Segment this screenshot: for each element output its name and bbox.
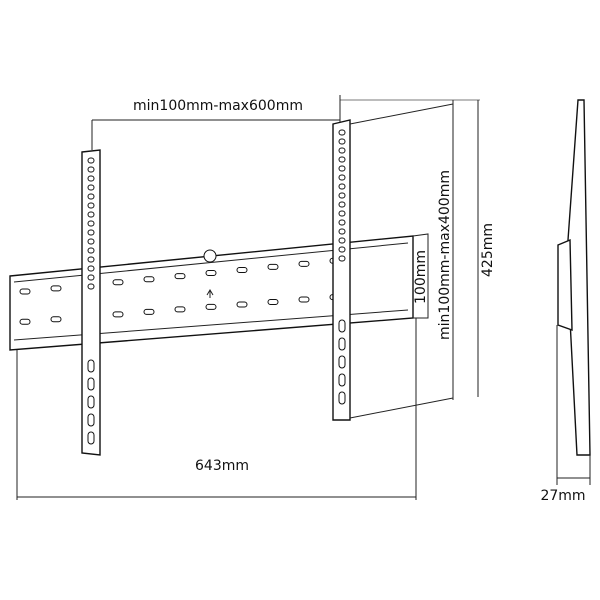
arm-hole: [338, 165, 346, 172]
arm-hole: [338, 201, 346, 208]
arm-hole: [338, 192, 346, 199]
arm-hole: [338, 129, 346, 136]
arm-hole: [338, 255, 346, 262]
arm-hole: [87, 193, 95, 200]
dim-vertical-vesa: min100mm-max400mm: [437, 100, 454, 400]
arm-slot: [338, 355, 346, 369]
arm-hole: [87, 175, 95, 182]
arm-hole: [87, 283, 95, 290]
dim-horizontal-vesa: min100mm-max600mm: [91, 95, 341, 150]
vesa-outline: [349, 397, 454, 419]
arm-hole: [338, 219, 346, 226]
mounting-slot: [19, 318, 31, 325]
arm-slot: [338, 391, 346, 405]
wall-plate: [9, 235, 414, 351]
arm-slot: [338, 373, 346, 387]
arm-hole: [338, 174, 346, 181]
side-view-arm: [567, 99, 591, 456]
mounting-slot: [298, 260, 310, 267]
arm-hole: [338, 147, 346, 154]
dim-width: 643mm: [16, 318, 417, 500]
arm-hole: [87, 166, 95, 173]
arm-hole: [87, 157, 95, 164]
arm-hole: [87, 220, 95, 227]
arm-hole: [338, 156, 346, 163]
mounting-slot: [236, 301, 248, 308]
mounting-slot: [112, 279, 124, 286]
side-view-plate: [557, 238, 573, 332]
arm-hole: [87, 211, 95, 218]
arm-hole: [338, 228, 346, 235]
arm-hole: [87, 238, 95, 245]
arm-hole: [87, 229, 95, 236]
depth-label: 27mm: [540, 488, 585, 504]
up-arrow-icon: [206, 289, 214, 298]
arm-slot: [338, 319, 346, 333]
arm-hole: [338, 237, 346, 244]
mounting-slot: [112, 311, 124, 318]
arm-slot: [87, 359, 95, 373]
mounting-slot: [205, 303, 217, 310]
arm-hole: [338, 183, 346, 190]
width-label: 643mm: [195, 458, 249, 474]
mounting-slot: [236, 266, 248, 273]
vertical-vesa-label: min100mm-max400mm: [437, 170, 453, 340]
mounting-slot: [19, 288, 31, 295]
mounting-slot: [143, 276, 155, 283]
rail-spacing-label: 100mm: [413, 250, 429, 304]
arm-hole: [87, 202, 95, 209]
mounting-slot: [298, 296, 310, 303]
arm-hole: [338, 138, 346, 145]
arm-slot: [87, 431, 95, 445]
arm-hole: [338, 246, 346, 253]
mounting-slot: [267, 299, 279, 306]
arm-hole: [87, 265, 95, 272]
height-label: 425mm: [480, 223, 496, 277]
vesa-outline: [349, 103, 454, 125]
arm-slot: [87, 377, 95, 391]
arm-slot: [87, 413, 95, 427]
level-indicator: [203, 249, 217, 263]
arm-hole: [338, 210, 346, 217]
left-arm-body: [81, 149, 101, 456]
mounting-slot: [205, 270, 217, 277]
wall-plate-slots: [19, 257, 341, 325]
mounting-slot: [174, 306, 186, 313]
arm-hole: [87, 274, 95, 281]
mounting-slot: [174, 273, 186, 280]
side-view: 27mm: [540, 99, 591, 504]
mounting-slot: [267, 263, 279, 270]
right-arm-body: [332, 119, 351, 421]
mounting-slot: [50, 316, 62, 323]
left-arm: [81, 149, 101, 456]
mounting-slot: [50, 285, 62, 292]
arm-slot: [87, 395, 95, 409]
horizontal-vesa-label: min100mm-max600mm: [133, 98, 303, 114]
dim-height: 425mm: [340, 99, 496, 397]
dim-rail-spacing: 100mm: [412, 233, 429, 319]
right-arm: [332, 119, 351, 421]
arm-hole: [87, 184, 95, 191]
mounting-slot: [143, 308, 155, 315]
arm-slot: [338, 337, 346, 351]
arm-hole: [87, 256, 95, 263]
arm-hole: [87, 247, 95, 254]
